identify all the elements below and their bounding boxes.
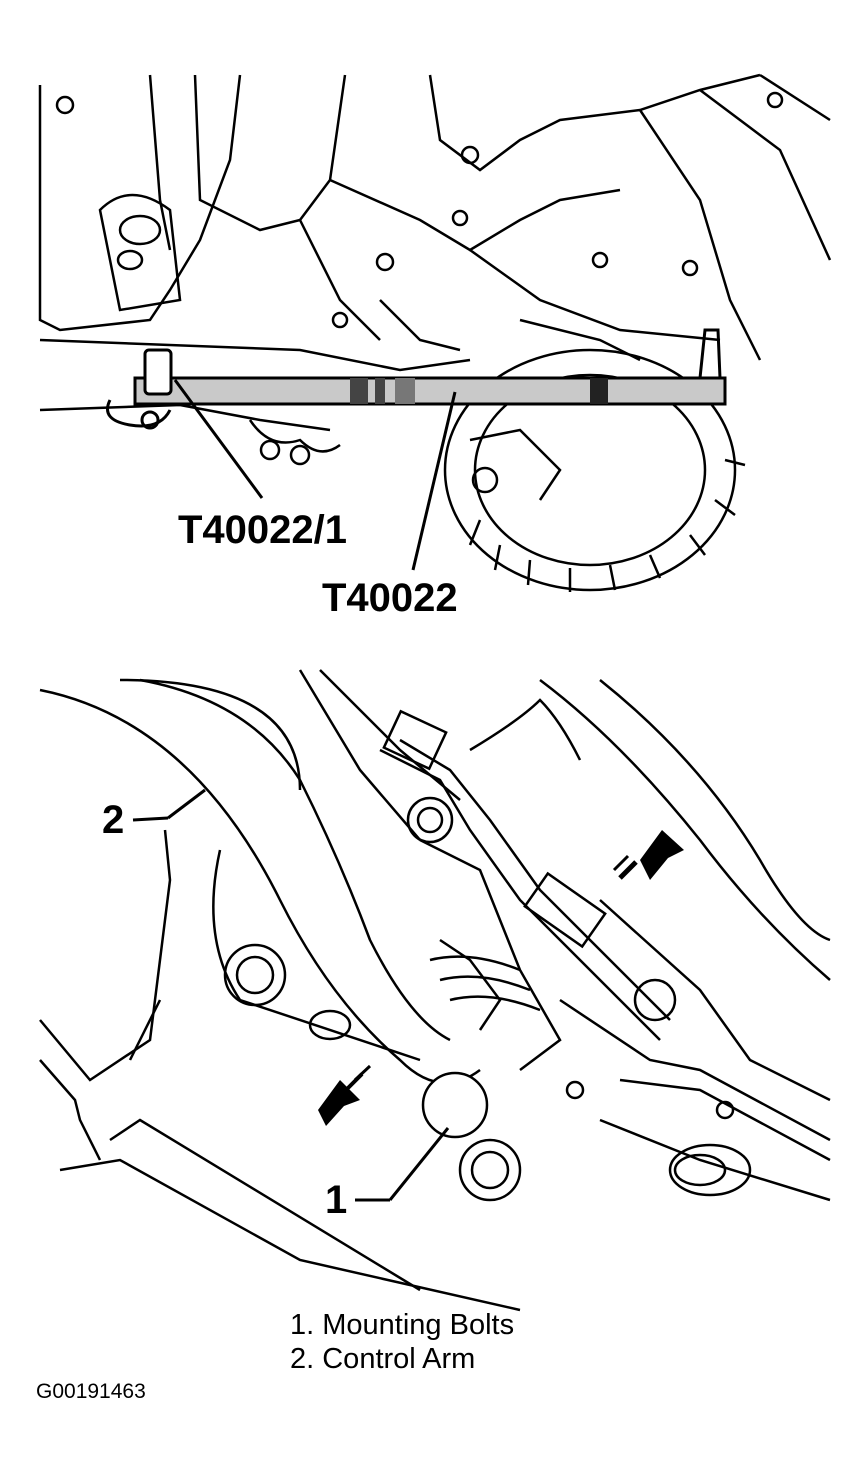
callout-mounting-bolts: 1 (325, 1178, 348, 1222)
figure-id: G00191463 (36, 1380, 146, 1403)
callout-tool-bar: T40022 (322, 576, 458, 620)
subframe-tool-drawing (38, 73, 832, 592)
callout-control-arm: 2 (102, 798, 125, 842)
leader-T40022-1 (173, 379, 264, 499)
forward-arrow-icon (318, 1064, 372, 1126)
tool-adapter-T40022-1 (106, 348, 173, 430)
leader-T40022 (411, 391, 457, 571)
legend-item-mounting-bolts: 1. Mounting Bolts (290, 1309, 515, 1341)
control-arm-drawing (39, 669, 831, 1312)
leader-2b (167, 788, 206, 820)
tool-bar-T40022 (133, 328, 727, 406)
bottom-illustration: 2 1 (0, 640, 865, 1320)
leader-1b (388, 1127, 450, 1201)
leader-2 (132, 816, 169, 822)
legend: 1. Mounting Bolts 2. Control Arm (290, 1308, 514, 1376)
top-illustration: T40022/1 T40022 (0, 0, 865, 640)
callout-tool-adapter: T40022/1 (178, 508, 348, 552)
legend-item-control-arm: 2. Control Arm (290, 1343, 476, 1375)
forward-arrow-icon (612, 830, 684, 880)
